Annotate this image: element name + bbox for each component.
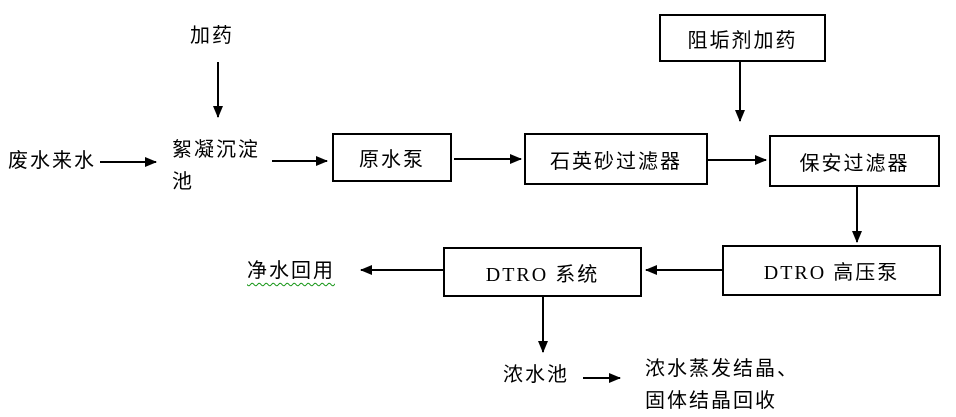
node-antiscalant-dosing: 阻垢剂加药	[659, 14, 826, 62]
node-dtro-system: DTRO 系统	[443, 247, 642, 297]
node-quartz-sand-filter: 石英砂过滤器	[524, 133, 708, 185]
label-concentrate-treatment: 浓水蒸发结晶、 固体结晶回收	[645, 358, 799, 412]
node-security-filter: 保安过滤器	[769, 135, 940, 187]
label-wastewater-inflow: 废水来水	[8, 150, 96, 172]
label-concentrate-tank: 浓水池	[503, 364, 569, 386]
label-dosing: 加药	[190, 25, 234, 47]
label-flocculation-tank: 絮凝沉淀 池	[172, 139, 260, 193]
label-clean-water-reuse: 净水回用	[247, 260, 335, 282]
node-raw-water-pump: 原水泵	[332, 133, 452, 182]
node-dtro-high-pressure-pump: DTRO 高压泵	[722, 245, 941, 296]
